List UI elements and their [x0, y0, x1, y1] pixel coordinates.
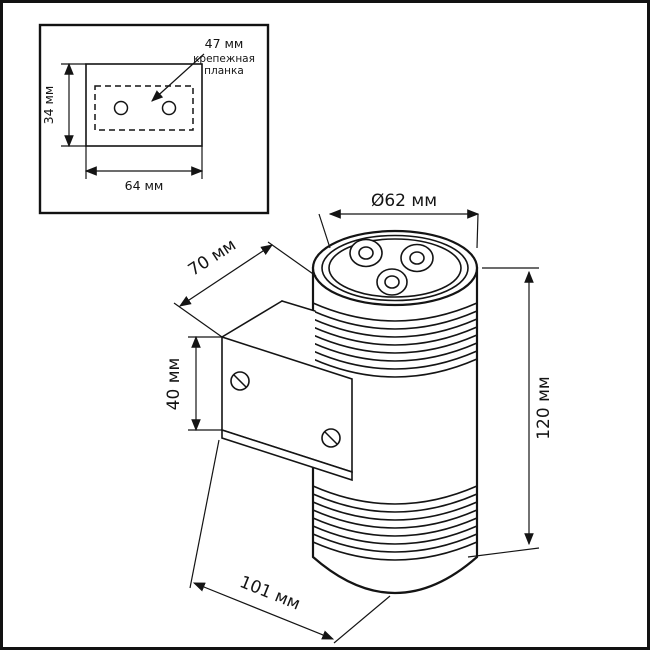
lens-top-left [349, 238, 383, 268]
mounting-hole-left [113, 100, 129, 116]
dim-overall-depth-label: 101 мм [237, 572, 303, 614]
top-rim [321, 234, 469, 302]
leader-line [151, 53, 205, 102]
screw-upper [230, 371, 250, 391]
mounting-plate-inset: 47 мм крепежная планка 34 мм 64 мм [38, 23, 270, 215]
dimension-plate-height: 34 мм [41, 62, 86, 148]
dim-arm-depth-label: 70 мм [185, 235, 240, 280]
dimension-diameter: Ø62 мм [318, 191, 480, 249]
plate-dashed-bar [94, 85, 194, 131]
plate-bottom-edge [221, 428, 353, 482]
plate-note-line2: планка [204, 65, 244, 77]
lamp-body [311, 266, 479, 594]
technical-drawing-canvas: Ø62 мм 70 мм 40 мм 120 мм 101 мм [38, 23, 554, 644]
ribs-top [312, 302, 478, 378]
dim-plate-pitch-label: 47 мм [205, 36, 244, 51]
bracket-plate [221, 335, 353, 482]
ribs-bottom [312, 485, 478, 561]
top-rim-inner [328, 238, 462, 298]
dimension-body-height: 120 мм [467, 267, 554, 558]
dim-bracket-height-label: 40 мм [164, 358, 184, 411]
wall-bracket [221, 300, 353, 482]
plate-outline [85, 63, 203, 147]
dim-plate-width-label: 64 мм [125, 178, 164, 193]
dimension-plate-width: 64 мм [84, 146, 204, 193]
dimension-bracket-height: 40 мм [164, 335, 222, 432]
lens-top-right [400, 243, 434, 273]
screw-lower [321, 428, 341, 448]
dim-plate-height-label: 34 мм [41, 86, 56, 125]
lens-bottom [376, 268, 408, 296]
mounting-hole-right [161, 100, 177, 116]
wall-lamp-drawing: Ø62 мм 70 мм 40 мм 120 мм 101 мм [164, 191, 554, 644]
dim-diameter-label: Ø62 мм [371, 191, 437, 211]
plate-note-line1: крепежная [193, 53, 255, 65]
bracket-arm [221, 300, 316, 367]
dim-body-height-label: 120 мм [534, 376, 554, 440]
lamp-top-face [311, 229, 479, 307]
